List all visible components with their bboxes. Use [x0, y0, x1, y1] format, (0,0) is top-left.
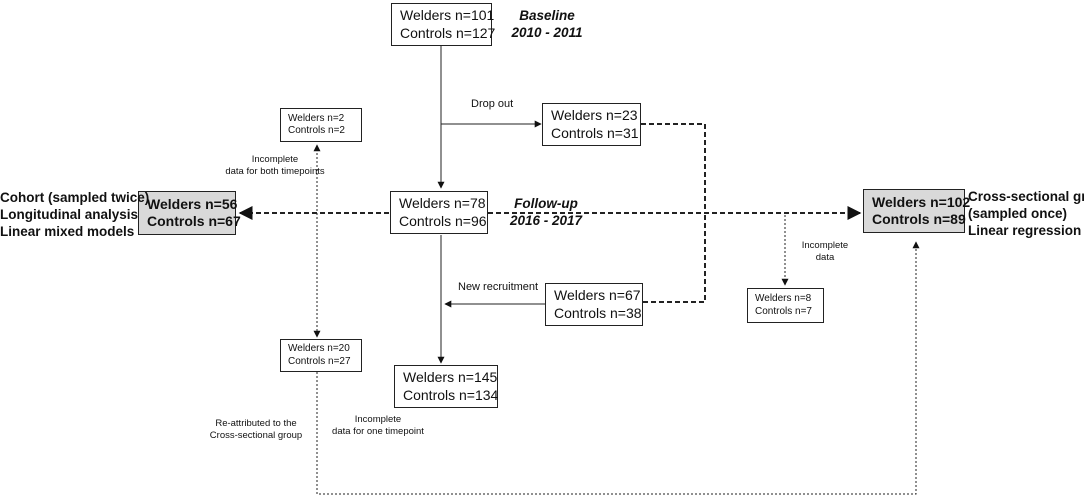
- cs-side-line1: Cross-sectional group: [968, 189, 1084, 204]
- dropout-box: Welders n=23 Controls n=31: [542, 103, 641, 146]
- incomplete-one-label-line1: Incomplete: [354, 414, 402, 425]
- incomplete-cs-controls: Controls n=7: [755, 305, 812, 317]
- cross-sectional-box: Welders n=102 Controls n=89: [863, 189, 971, 233]
- cohort-box: Welders n=56 Controls n=67: [138, 191, 241, 235]
- reattributed-label: Re-attributed to the Cross-sectional gro…: [200, 418, 312, 442]
- reattributed-label-line2: Cross-sectional group: [209, 430, 303, 441]
- cross-sectional-welders: Welders n=102: [872, 193, 971, 210]
- baseline-phase-label: Baseline 2010 - 2011: [507, 7, 587, 41]
- dropout-welders: Welders n=23: [551, 107, 638, 123]
- incomplete-data-label-line1: Incomplete: [801, 240, 849, 251]
- total-box: Welders n=145 Controls n=134: [394, 365, 498, 408]
- cross-sectional-controls: Controls n=89: [872, 211, 966, 227]
- cohort-side-line2: Longitudinal analysis: [0, 207, 139, 222]
- dashed-recruitment-path: [643, 213, 706, 303]
- total-welders: Welders n=145: [403, 369, 498, 385]
- baseline-controls: Controls n=127: [400, 24, 496, 41]
- cohort-controls: Controls n=67: [147, 213, 241, 229]
- incomplete-cs-welders: Welders n=8: [755, 293, 812, 304]
- incomplete-both-controls: Controls n=2: [288, 125, 345, 136]
- baseline-box: Welders n=101 Controls n=127: [391, 3, 496, 46]
- incomplete-one-label-line2: data for one timepoint: [332, 426, 424, 437]
- incomplete-both-welders: Welders n=2: [288, 112, 345, 124]
- cohort-side-line3: Linear mixed models: [0, 224, 135, 239]
- incomplete-data-label-line2: data: [815, 252, 835, 263]
- followup-controls: Controls n=96: [399, 212, 487, 229]
- baseline-years: 2010 - 2011: [511, 25, 583, 40]
- baseline-welders: Welders n=101: [400, 7, 495, 23]
- incomplete-one-box: Welders n=20 Controls n=27: [280, 339, 362, 372]
- new-recruitment-box: Welders n=67 Controls n=38: [545, 283, 643, 326]
- incomplete-cs-box: Welders n=8 Controls n=7: [747, 288, 824, 323]
- followup-box: Welders n=78 Controls n=96: [390, 191, 488, 234]
- cs-side-line2: (sampled once): [968, 206, 1068, 221]
- followup-title: Follow-up: [514, 196, 578, 211]
- followup-welders: Welders n=78: [399, 195, 486, 211]
- cohort-side-label: Cohort (sampled twice) Longitudinal anal…: [0, 189, 150, 240]
- new-recruitment-label: New recruitment: [458, 281, 539, 293]
- new-recruitment-welders: Welders n=67: [554, 287, 641, 303]
- total-controls: Controls n=134: [403, 386, 499, 403]
- baseline-title: Baseline: [519, 8, 575, 23]
- incomplete-both-box: Welders n=2 Controls n=2: [280, 108, 362, 142]
- cohort-welders: Welders n=56: [147, 195, 238, 212]
- incomplete-both-label-line1: Incomplete: [251, 154, 299, 165]
- incomplete-both-label: Incomplete data for both timepoints: [205, 154, 345, 178]
- drop-out-label: Drop out: [471, 98, 514, 110]
- followup-phase-label: Follow-up 2016 - 2017: [505, 195, 587, 229]
- cs-side-line3: Linear regression: [968, 223, 1082, 238]
- incomplete-one-welders: Welders n=20: [288, 343, 350, 354]
- dropout-controls: Controls n=31: [551, 124, 639, 141]
- cohort-side-line1: Cohort (sampled twice): [0, 190, 150, 205]
- incomplete-one-label: Incomplete data for one timepoint: [318, 414, 438, 438]
- incomplete-data-label: Incomplete data: [795, 240, 855, 264]
- incomplete-both-label-line2: data for both timepoints: [225, 166, 325, 177]
- cross-sectional-side-label: Cross-sectional group (sampled once) Lin…: [968, 188, 1084, 239]
- incomplete-one-controls: Controls n=27: [288, 355, 351, 367]
- reattributed-label-line1: Re-attributed to the: [215, 418, 297, 429]
- dashed-dropout-path: [641, 123, 706, 213]
- new-recruitment-controls: Controls n=38: [554, 304, 642, 321]
- followup-years: 2016 - 2017: [509, 213, 583, 228]
- arrow-reattribution: [316, 241, 920, 495]
